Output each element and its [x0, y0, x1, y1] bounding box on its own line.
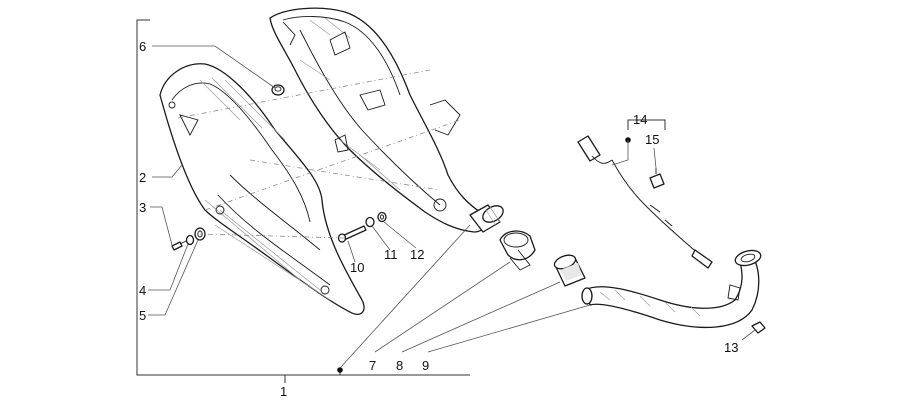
callout-3: 3	[139, 200, 146, 215]
callout-14: 14	[633, 112, 647, 127]
assembly-center-lines	[177, 69, 461, 239]
heat-shield-cover	[159, 63, 365, 315]
sleeve-part-8	[553, 254, 586, 287]
callout-4: 4	[139, 283, 146, 298]
callout-15: 15	[645, 132, 659, 147]
callout-5: 5	[139, 308, 146, 323]
washer-part-11	[365, 216, 375, 228]
grommet-part-6	[271, 84, 285, 96]
callout-8: 8	[396, 358, 403, 373]
callout-12: 12	[410, 247, 424, 262]
leader-lines	[148, 45, 756, 369]
bracket-dot	[337, 367, 343, 373]
washer-part-4	[185, 234, 195, 246]
screw-part-3	[171, 239, 189, 251]
bolt-part-10	[337, 225, 367, 243]
callout-2: 2	[139, 170, 146, 185]
lambda-sensor-part-14	[577, 135, 713, 269]
clip-part-15	[649, 168, 665, 189]
clamp-part-7	[499, 230, 536, 271]
muffler-body	[269, 7, 504, 233]
callout-13: 13	[724, 340, 738, 355]
callout-9: 9	[422, 358, 429, 373]
washer-part-12	[377, 211, 387, 223]
callout-6: 6	[139, 39, 146, 54]
callout-11: 11	[384, 247, 398, 262]
nut-part-13	[751, 321, 766, 334]
callout-7: 7	[369, 358, 376, 373]
callout-10: 10	[350, 260, 364, 275]
exhaust-pipe-part-9	[581, 249, 762, 328]
callout-1: 1	[280, 384, 287, 399]
